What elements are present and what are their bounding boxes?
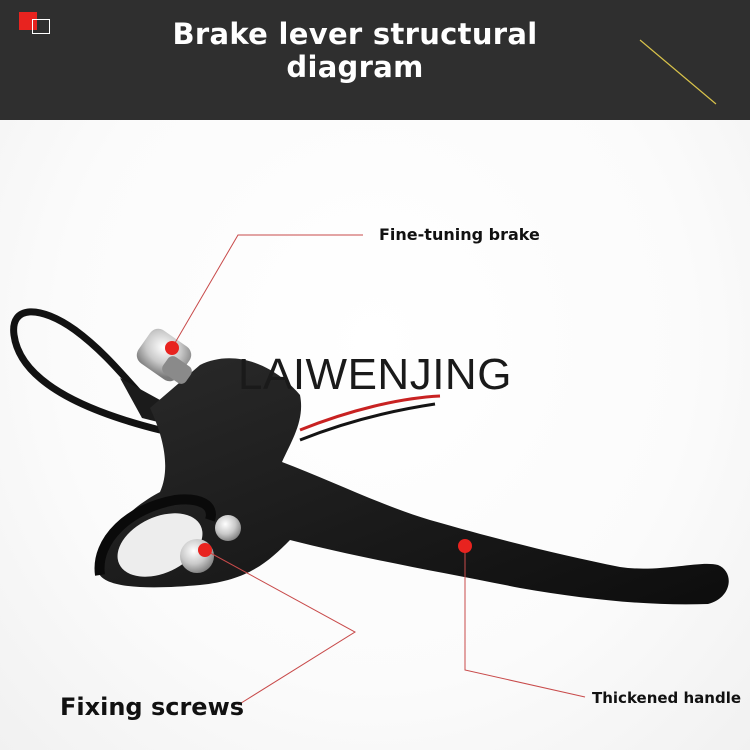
label-fixing-screws: Fixing screws [60,693,245,721]
screw-lower [180,539,214,573]
leader-line-fixing [204,549,356,706]
screw-upper [215,515,241,541]
product-scene [0,120,750,750]
page-title: Brake lever structural diagram [172,17,538,84]
wire-red [299,394,441,432]
marker-dot-thickened [458,539,472,553]
clamp-ring [94,494,216,576]
leader-line-fine-tuning [171,234,363,349]
marker-dot-fine-tuning [165,341,179,355]
wire-black [299,402,436,442]
label-fine-tuning-brake: Fine-tuning brake [379,225,540,244]
adjuster-barrel [136,328,192,384]
lever-body [98,358,729,605]
label-thickened-handle: Thickened handle [592,689,742,707]
watermark-text: LAIWENJING [238,350,512,399]
leader-line-thickened [464,546,586,698]
header-decor-line [639,39,717,105]
marker-dot-fixing [198,543,212,557]
header-banner: Brake lever structural diagram [0,0,750,120]
brake-cable [10,308,164,434]
logo-outline-square [32,19,50,34]
